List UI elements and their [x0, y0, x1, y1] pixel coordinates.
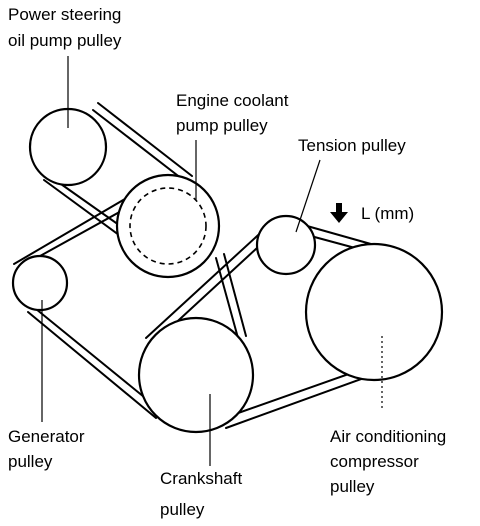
crankshaft-pulley: [137, 316, 255, 434]
label-engine-coolant-line2: pump pulley: [176, 116, 268, 135]
ps-belt-upper-outer: [97, 102, 193, 177]
label-air-conditioning-line1: Air conditioning: [330, 427, 446, 446]
engine-coolant-pump-hub: [129, 187, 207, 265]
gen-coolant-belt-outer: [13, 195, 131, 265]
engine-coolant-pump-pulley: [115, 173, 221, 279]
pulleys: [11, 107, 444, 434]
coolant-crank-belt-outer: [223, 253, 247, 337]
air-conditioning-compressor-pulley: [304, 242, 444, 382]
ac-crank-belt-outer: [225, 377, 365, 429]
label-crankshaft-line1: Crankshaft: [160, 469, 242, 488]
label-air-conditioning-line3: pulley: [330, 477, 375, 496]
generator-pulley: [11, 254, 69, 312]
label-generator-line2: pulley: [8, 452, 53, 471]
leader-lines: [41, 56, 383, 466]
labels: Power steering oil pump pulley Engine co…: [8, 5, 446, 519]
down-arrow-icon: [330, 203, 348, 223]
label-engine-coolant-line1: Engine coolant: [176, 91, 289, 110]
label-crankshaft-line2: pulley: [160, 500, 205, 519]
ps-belt-upper-inner: [92, 109, 187, 183]
ac-crank-belt-inner: [223, 369, 361, 419]
label-generator-line1: Generator: [8, 427, 85, 446]
gen-crank-belt-inner: [35, 308, 161, 411]
tension-pulley: [255, 214, 317, 276]
label-power-steering-line1: Power steering: [8, 5, 121, 24]
label-power-steering-line2: oil pump pulley: [8, 31, 122, 50]
label-tension-pulley: Tension pulley: [298, 136, 406, 155]
label-deflection: L (mm): [361, 204, 414, 223]
leader-tension: [295, 159, 321, 233]
label-air-conditioning-line2: compressor: [330, 452, 419, 471]
tension-ac-belt-outer: [299, 223, 379, 247]
crank-tension-belt-outer: [145, 225, 269, 339]
gen-crank-belt-outer: [27, 311, 157, 419]
